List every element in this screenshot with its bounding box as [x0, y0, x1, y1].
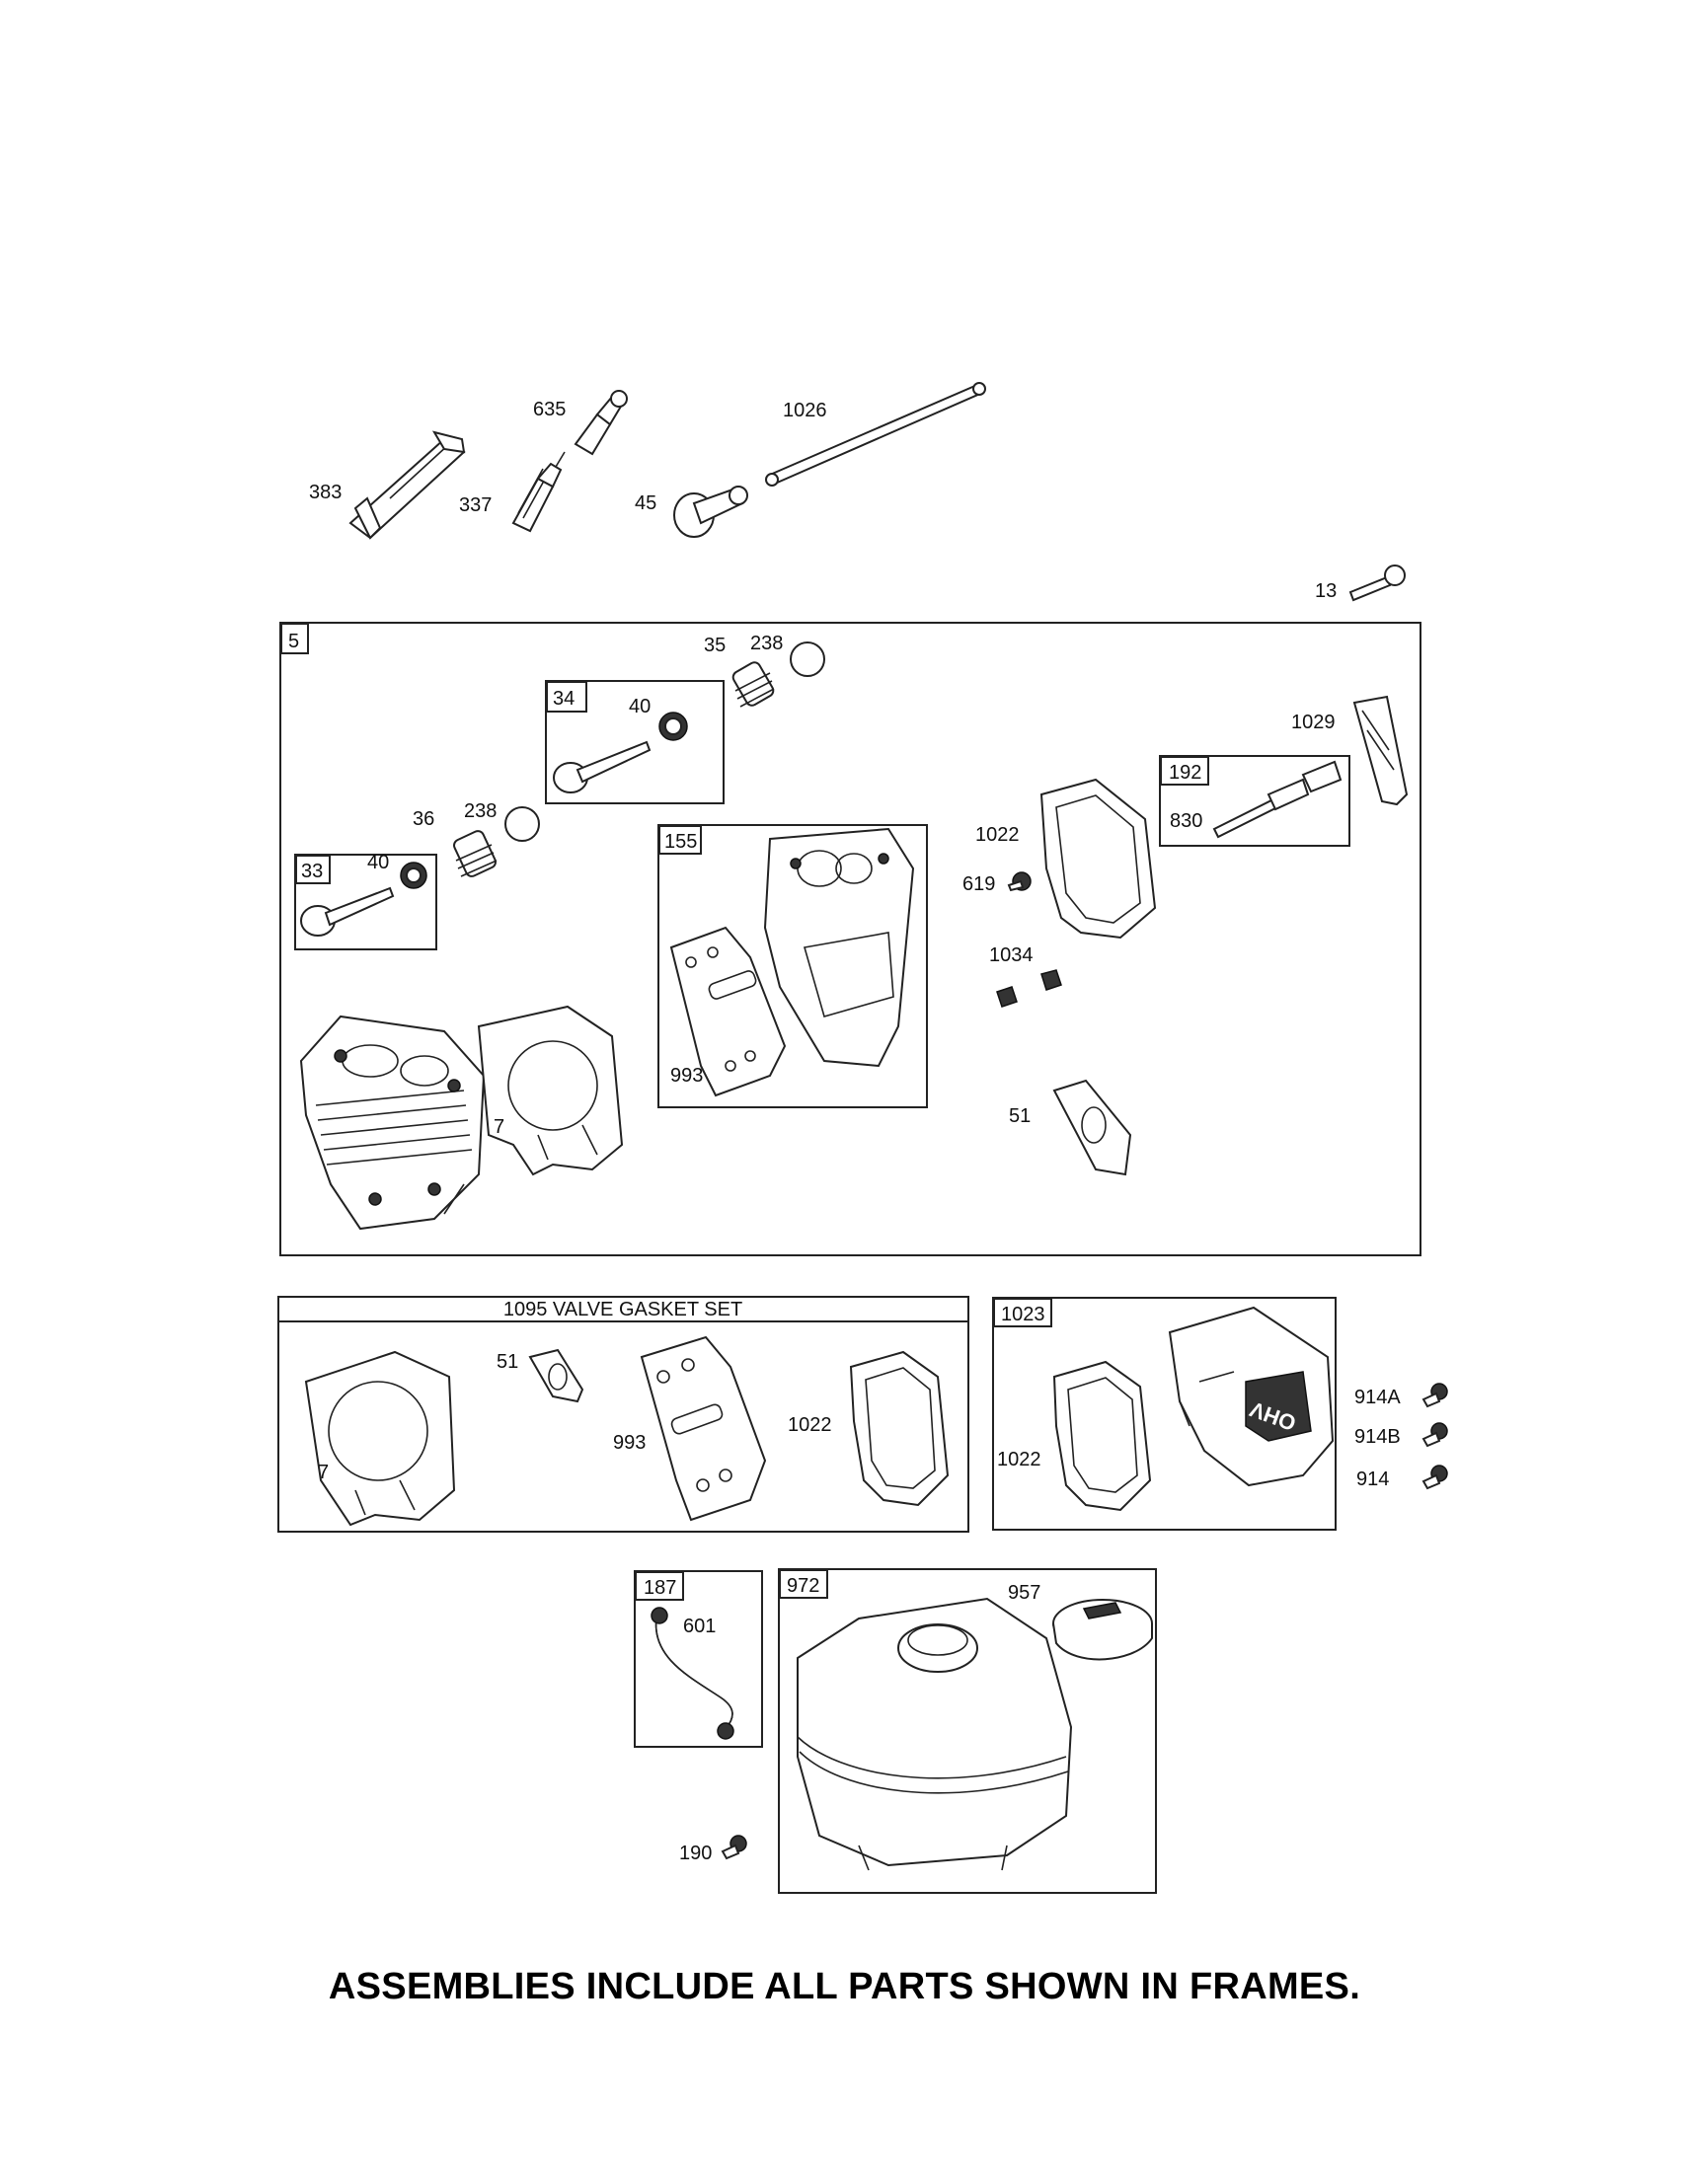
part-label-830: 830 [1170, 810, 1202, 832]
frame-192-tag [1160, 756, 1209, 786]
part-238-cap-upper [790, 641, 825, 677]
part-51-gasket [1052, 1079, 1132, 1176]
part-label-238-lower: 238 [464, 800, 497, 822]
cylinder-head-drawing [299, 1015, 486, 1231]
part-label-1026: 1026 [783, 400, 827, 421]
frame-187-number: 187 [644, 1577, 676, 1599]
part-label-619: 619 [962, 873, 995, 895]
part-label-1034: 1034 [989, 944, 1034, 966]
frame-34-tag [546, 681, 587, 713]
part-label-914B: 914B [1354, 1426, 1401, 1448]
part-619-screw [1007, 871, 1032, 892]
set-part-1022-gasket [849, 1350, 950, 1507]
frame-187-tag [635, 1571, 684, 1601]
part-label-383: 383 [309, 482, 342, 503]
part-label-36: 36 [413, 808, 434, 830]
frame-192 [1159, 755, 1350, 847]
set-part-7-head-gasket [304, 1350, 456, 1527]
frame-155-tag [658, 825, 702, 855]
set-part-label-993: 993 [613, 1432, 646, 1454]
part-1022-gasket [1039, 778, 1157, 940]
part-label-40-lower: 40 [367, 852, 389, 873]
frame-972 [778, 1568, 1157, 1894]
part-187-fuel-line [651, 1607, 734, 1740]
frame-1023-number: 1023 [1001, 1304, 1045, 1325]
part-label-40-upper: 40 [629, 696, 651, 717]
part-337-drawing [511, 451, 566, 533]
frame-34-number: 34 [553, 688, 575, 710]
part-label-601: 601 [683, 1616, 716, 1637]
frame-34 [545, 680, 725, 804]
frame-33-number: 33 [301, 861, 323, 882]
part-914A-screw [1421, 1383, 1448, 1408]
part-1026-drawing [765, 382, 986, 487]
part-34-valve [553, 712, 688, 793]
frame-972-number: 972 [787, 1575, 819, 1597]
frame-1023-label-1022: 1022 [997, 1449, 1041, 1470]
part-993-gasket [669, 926, 787, 1097]
part-957-fuel-cap [1052, 1599, 1153, 1661]
part-label-238-upper: 238 [750, 633, 783, 654]
part-155-plate [763, 827, 915, 1068]
assemblies-note: ASSEMBLIES INCLUDE ALL PARTS SHOWN IN FR… [328, 1966, 1361, 2007]
part-914-screw [1421, 1465, 1448, 1490]
part-830-adjuster [1212, 760, 1343, 839]
part-label-190: 190 [679, 1843, 712, 1864]
set-part-51-gasket [528, 1348, 584, 1403]
part-label-914: 914 [1356, 1469, 1389, 1490]
fuel-tank-drawing [797, 1597, 1073, 1871]
frame-5-tag [280, 623, 309, 654]
part-label-337: 337 [459, 494, 492, 516]
part-label-635: 635 [533, 399, 566, 420]
frame-1095 [277, 1296, 969, 1533]
set-part-label-1022: 1022 [788, 1414, 832, 1436]
part-label-1029: 1029 [1291, 712, 1336, 733]
frame-972-tag [779, 1569, 828, 1599]
frame-1023-gasket [1052, 1360, 1152, 1512]
part-label-51: 51 [1009, 1105, 1031, 1127]
rocker-cover-drawing [1168, 1306, 1335, 1487]
part-383-drawing [348, 430, 466, 540]
part-label-13: 13 [1315, 580, 1337, 602]
part-33-valve [300, 862, 427, 937]
part-label-957: 957 [1008, 1582, 1040, 1604]
frame-5 [279, 622, 1421, 1256]
part-45-drawing [673, 486, 748, 538]
frame-1023 [992, 1297, 1337, 1531]
part-label-993: 993 [670, 1065, 703, 1087]
frame-5-number: 5 [288, 631, 299, 652]
part-13-drawing [1348, 565, 1406, 602]
part-36-spring [453, 830, 498, 877]
set-part-label-51: 51 [497, 1351, 518, 1373]
part-35-spring [731, 661, 775, 708]
part-label-45: 45 [635, 492, 656, 514]
part-label-914A: 914A [1354, 1387, 1401, 1408]
part-label-35: 35 [704, 635, 726, 656]
part-238-cap-lower [504, 806, 540, 842]
part-190-screw [721, 1835, 747, 1860]
part-label-7: 7 [494, 1116, 504, 1138]
set-part-label-7: 7 [318, 1462, 329, 1483]
part-914B-screw [1421, 1422, 1448, 1448]
part-label-1022-upper: 1022 [975, 824, 1020, 846]
part-635-drawing [574, 390, 628, 456]
part-1029-rocker [1352, 695, 1409, 806]
frame-33-tag [295, 855, 331, 884]
part-7-head-gasket [477, 1005, 624, 1176]
frame-155 [657, 824, 928, 1108]
frame-33 [294, 854, 437, 950]
frame-187 [634, 1570, 763, 1748]
frame-155-number: 155 [664, 831, 697, 853]
frame-192-number: 192 [1169, 762, 1201, 784]
part-1034-nuts [996, 969, 1062, 1008]
set-part-993-gasket [640, 1335, 767, 1522]
frame-1095-title: 1095 VALVE GASKET SET [503, 1299, 742, 1320]
frame-1023-tag [993, 1298, 1052, 1327]
